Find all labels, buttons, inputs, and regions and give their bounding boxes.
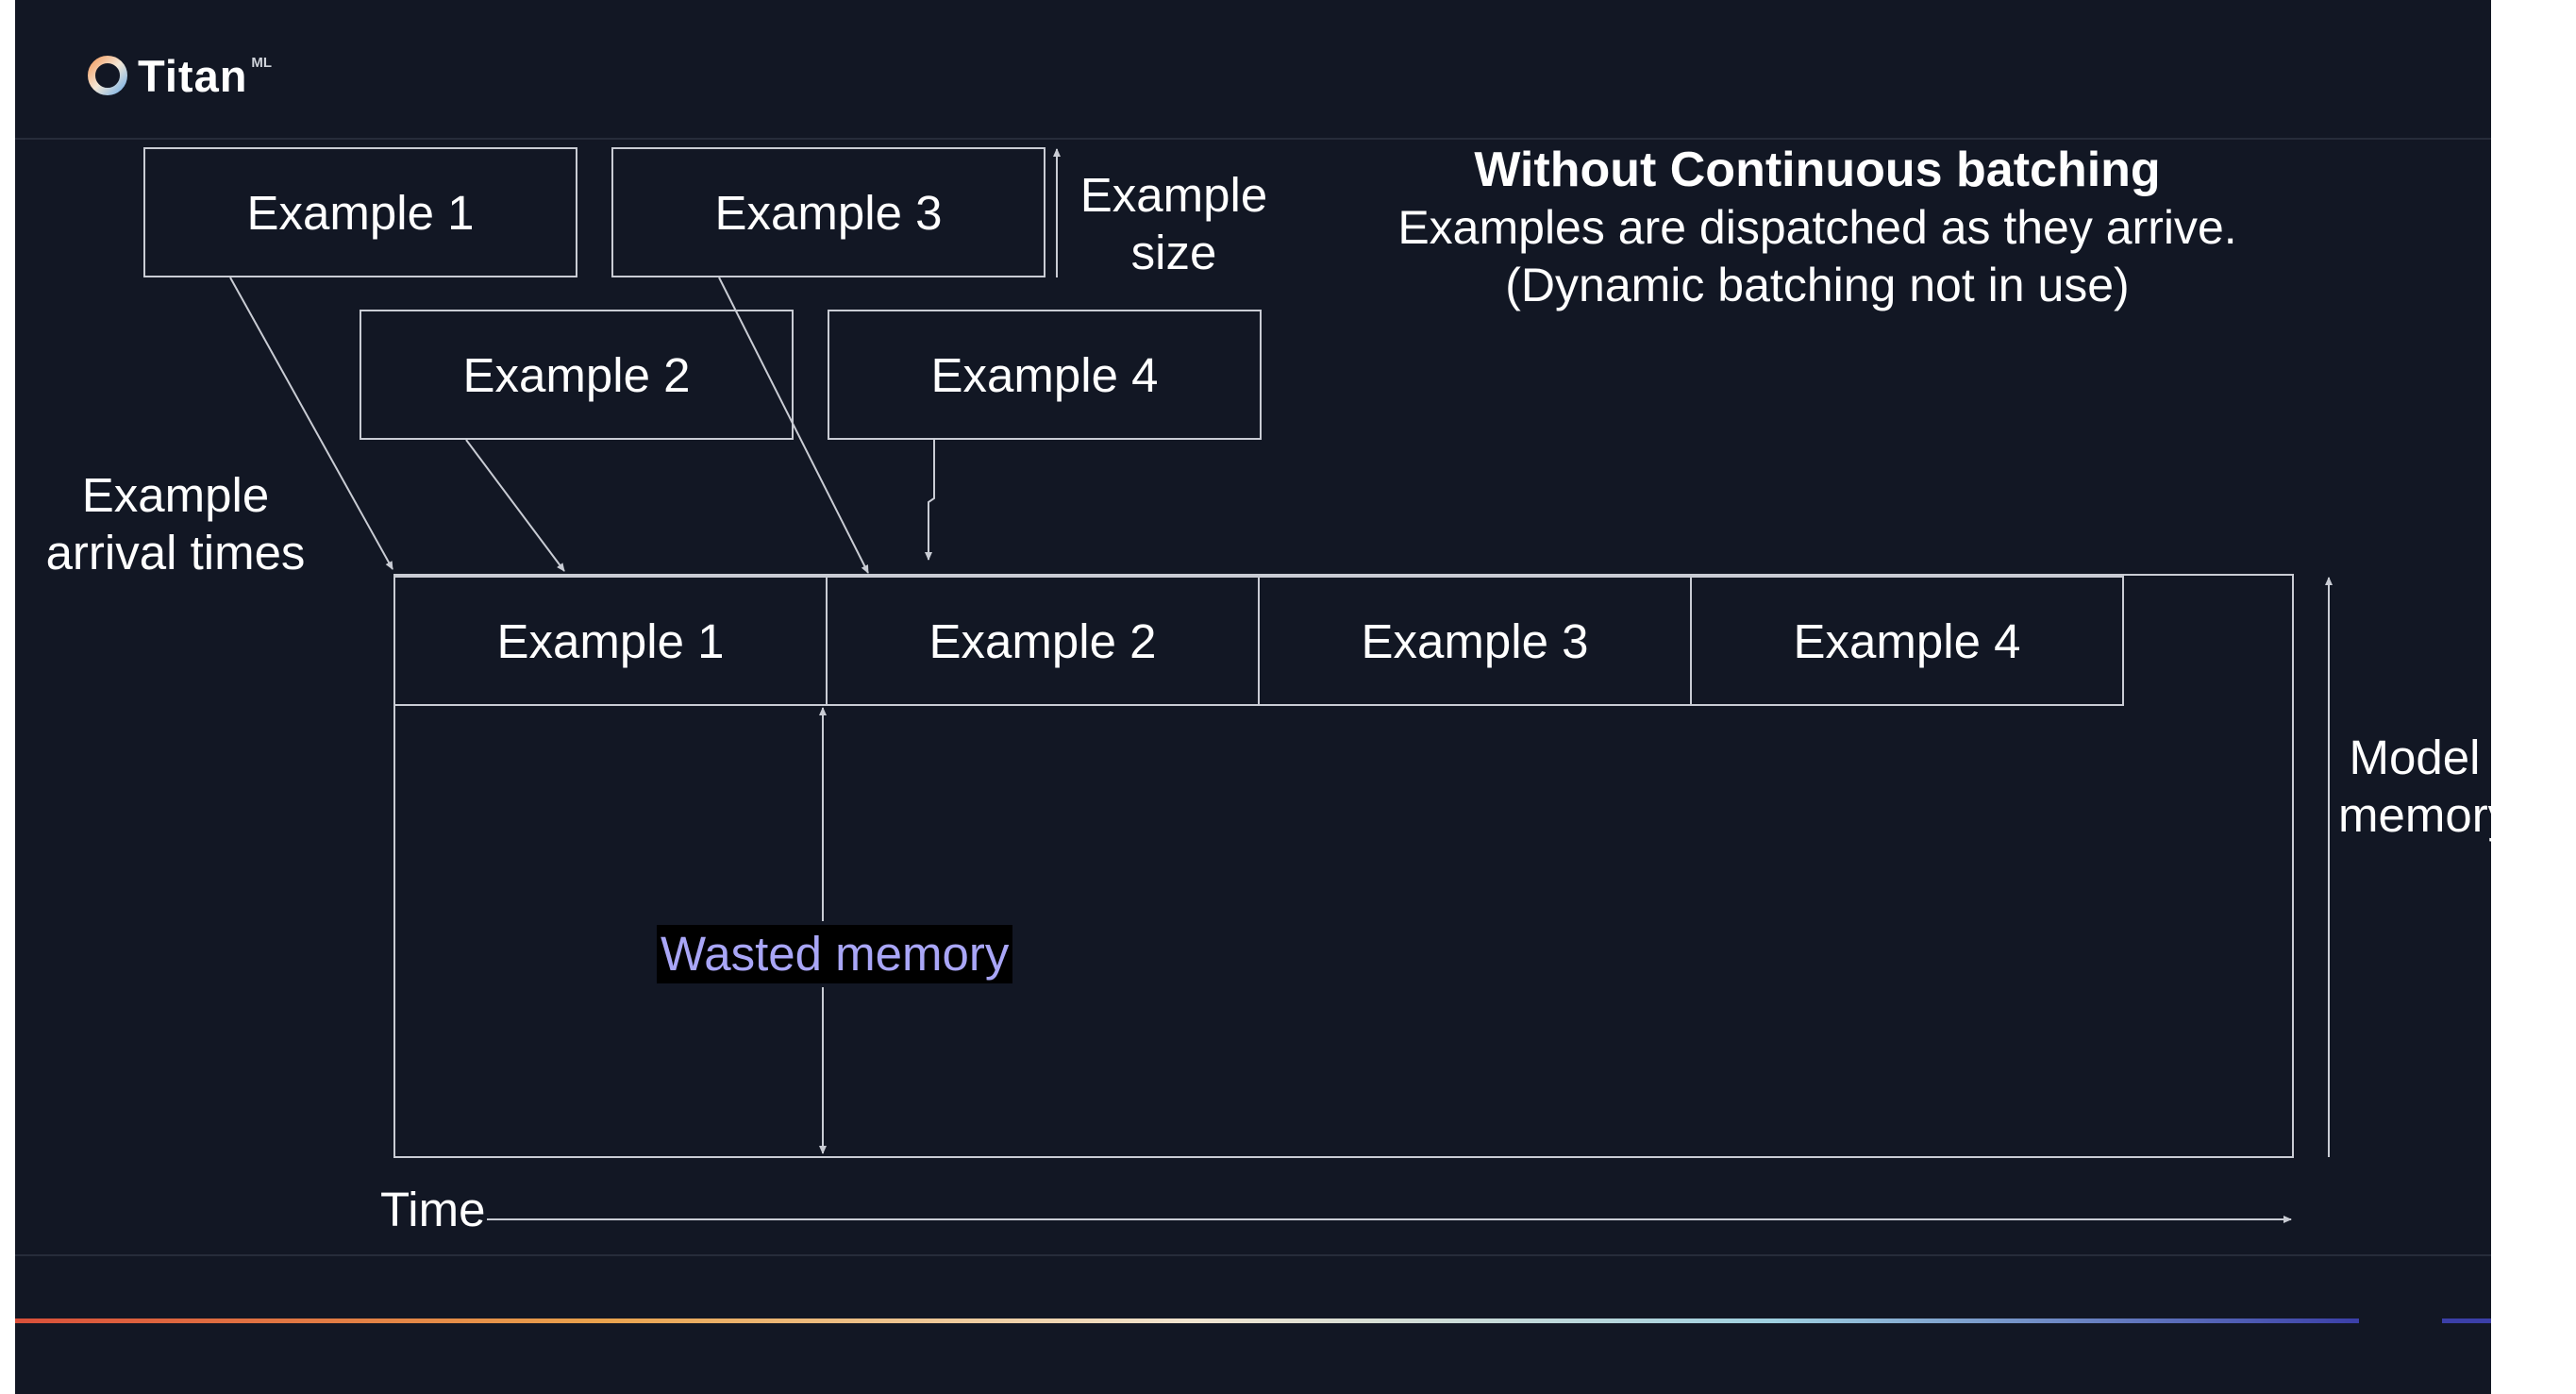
arrival-times-label: Example arrival times xyxy=(25,466,326,581)
arrival-example-box xyxy=(360,310,794,440)
arrival-example-box xyxy=(828,310,1262,440)
title-line-2: (Dynamic batching not in use) xyxy=(1505,259,2130,311)
arrival-example-label: Example 1 xyxy=(247,186,475,240)
example-size-line-1: Example xyxy=(1079,168,1268,222)
title-block: Without Continuous batching Examples are… xyxy=(1232,142,2402,314)
timeline-slot-example-2: Example 2 xyxy=(826,576,1260,706)
arrival-examples: Example 1 Example 3 Example 2 Example 4 xyxy=(143,147,1262,440)
batching-diagram: Example 1 Example 3 Example 2 Example 4 Exa… xyxy=(15,147,2491,1323)
timeline-slot-label: Example 2 xyxy=(929,614,1157,668)
arrival-example-example-4: Example 4 xyxy=(828,310,1262,440)
example-size-line-2: size xyxy=(1130,226,1217,279)
timeline-slot-label: Example 4 xyxy=(1794,614,2021,668)
arrival-arrow-example-1 xyxy=(229,277,393,570)
slide: Titan ML Without Continuous batching Exa… xyxy=(15,0,2491,1394)
arrival-times-line-1: Example xyxy=(81,468,270,522)
title-line-1: Examples are dispatched as they arrive. xyxy=(1397,201,2237,254)
timeline-slot-example-3: Example 3 xyxy=(1258,576,1692,706)
timeline-slot-label: Example 3 xyxy=(1362,614,1589,668)
arrival-example-box xyxy=(611,147,1045,277)
arrival-example-box xyxy=(143,147,577,277)
arrival-example-label: Example 3 xyxy=(715,186,943,240)
arrival-example-example-2: Example 2 xyxy=(360,310,794,440)
title-heading: Without Continuous batching xyxy=(1474,143,2161,197)
titan-logo-icon xyxy=(88,56,127,95)
model-memory-frame xyxy=(393,574,2294,1158)
model-memory-line-1: Model xyxy=(2349,731,2481,784)
model-memory-line-2: memory xyxy=(2338,788,2491,842)
timeline-slot-example-1: Example 1 xyxy=(393,576,828,706)
arrival-arrow-example-3 xyxy=(718,277,869,574)
timeline-slot-example-4: Example 4 xyxy=(1690,576,2124,706)
model-memory-label: Model memory xyxy=(2338,729,2491,844)
arrival-arrow-example-2 xyxy=(465,439,565,572)
footer-gradient-bar xyxy=(15,1318,2359,1323)
footer-gradient-bar-tail xyxy=(2442,1318,2491,1323)
arrival-example-label: Example 4 xyxy=(931,348,1159,402)
titan-logo: Titan ML xyxy=(85,49,272,102)
brand-superscript: ML xyxy=(251,55,273,71)
brand-name: Titan xyxy=(138,50,248,101)
wasted-memory-label: Wasted memory xyxy=(657,925,1013,983)
arrival-example-example-3: Example 3 xyxy=(611,147,1045,277)
arrival-times-line-2: arrival times xyxy=(45,526,306,579)
example-size-label: Example size xyxy=(1045,166,1302,281)
arrival-example-label: Example 2 xyxy=(463,348,691,402)
header-divider xyxy=(15,138,2491,140)
time-label: Time xyxy=(380,1183,486,1236)
arrival-arrow-example-4 xyxy=(925,440,935,561)
timeline-slots: Example 1 Example 2 Example 3 Example 4 xyxy=(393,576,2124,706)
timeline-slot-box xyxy=(1690,576,2124,706)
arrival-example-example-1: Example 1 xyxy=(143,147,577,277)
timeline-slot-label: Example 1 xyxy=(497,614,725,668)
